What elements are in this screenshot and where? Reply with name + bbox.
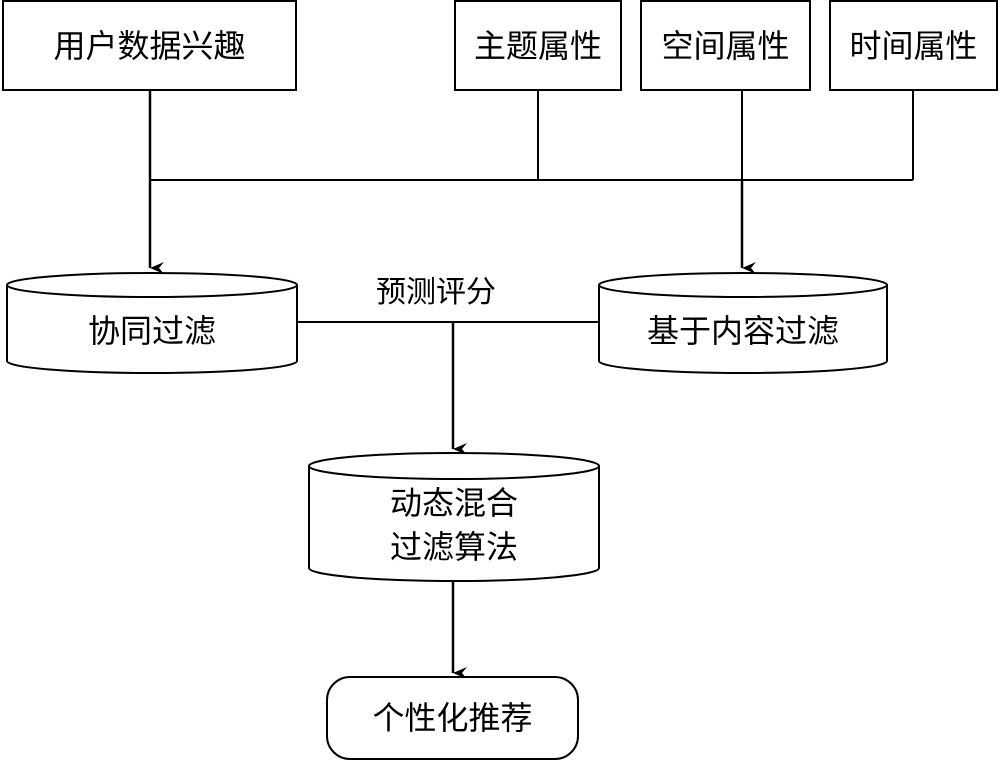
collaborative-filter-label-wrap: 协同过滤 (6, 300, 298, 361)
collaborative-filter-label: 协同过滤 (87, 311, 216, 350)
space-attribute-box: 空间属性 (640, 0, 811, 91)
topic-attribute-box: 主题属性 (454, 0, 622, 91)
topic-attribute-label: 主题属性 (473, 26, 602, 65)
cylinder-shape (598, 272, 888, 374)
collaborative-filter-cylinder: 协同过滤 (6, 272, 298, 375)
hybrid-filter-cylinder: 动态混合 过滤算法 (308, 452, 600, 582)
content-based-filter-label-wrap: 基于内容过滤 (598, 300, 888, 361)
personalized-recommendation-box: 个性化推荐 (326, 676, 579, 760)
content-based-filter-cylinder: 基于内容过滤 (598, 272, 888, 375)
space-attribute-label: 空间属性 (661, 26, 790, 65)
personalized-recommendation-label: 个性化推荐 (372, 699, 533, 737)
prediction-score-label: 预测评分 (370, 278, 502, 308)
time-attribute-label: 时间属性 (849, 26, 978, 65)
hybrid-filter-label-line2: 过滤算法 (389, 528, 518, 566)
hybrid-filter-label-line1: 动态混合 (389, 484, 518, 522)
user-interest-box: 用户数据兴趣 (2, 0, 297, 91)
cylinder-shape (6, 272, 298, 374)
hybrid-filter-label-wrap: 动态混合 过滤算法 (308, 482, 600, 568)
prediction-score-text: 预测评分 (376, 275, 496, 310)
user-interest-label: 用户数据兴趣 (53, 26, 246, 65)
content-based-filter-label: 基于内容过滤 (646, 311, 839, 350)
cylinder-shape (308, 452, 600, 582)
time-attribute-box: 时间属性 (829, 0, 998, 91)
